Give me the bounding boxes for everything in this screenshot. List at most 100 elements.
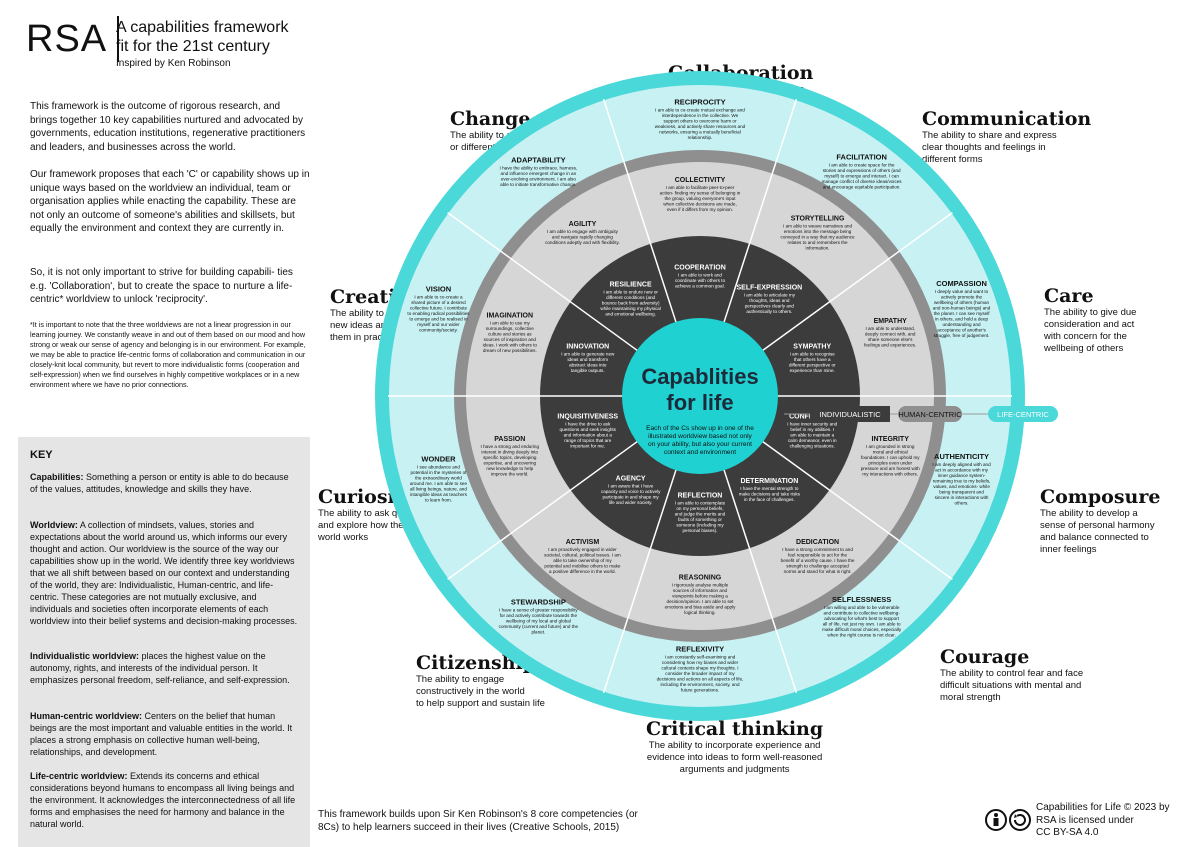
outer-item-facilitation-title: FACILITATION	[836, 153, 887, 162]
capability-description-line: consideration and act	[1044, 319, 1135, 330]
capability-title: Citizenship	[416, 652, 537, 674]
human-centric-label: HUMAN-CENTRIC	[898, 410, 962, 419]
inner-item-inquisitiveness-title-line: INQUISITIVENESS	[557, 414, 618, 421]
middle-item-storytelling-text-line: emotions into the message being	[784, 229, 852, 234]
outer-item-stewardship-text: I have a sense of greater responsibility…	[499, 608, 579, 635]
capability-description-line: clear thoughts and feelings in	[922, 142, 1046, 153]
inner-item-confidence-text-line: am able to maintain a	[790, 433, 834, 438]
title-line-2: fit for the 21st century	[116, 38, 270, 55]
key-human-centric-text: Centers on the belief that human beings …	[30, 711, 293, 757]
inner-item-reflection-title-line: REFLECTION	[678, 492, 723, 499]
middle-item-agility-title: AGILITY	[569, 221, 597, 228]
middle-item-reasoning-text-line: decision/opinion. I am able to set	[667, 599, 735, 604]
capability-title: Communication	[922, 108, 1092, 130]
middle-item-empathy-text-line: I am able to understand,	[865, 326, 915, 331]
inner-item-sympathy-title-line: SYMPATHY	[793, 343, 831, 350]
outer-item-reciprocity-text: I am able to co-create mutual exchange a…	[655, 107, 746, 140]
inner-item-sympathy-text-line: that others have a	[794, 357, 831, 362]
outer-item-vision-text-line: community/society.	[419, 328, 458, 333]
outer-item-wonder-text-line: potential in the mysteries of	[410, 470, 467, 475]
bottom-note: This framework builds upon Sir Ken Robin…	[318, 809, 638, 833]
inner-item-cooperation-text-line: achieve a common goal.	[675, 284, 725, 289]
outer-item-stewardship-text-line: for and actively contribute towards the	[500, 613, 578, 618]
inner-item-inquisitiveness-text-line: I have the drive to ask	[565, 422, 611, 427]
inner-item-inquisitiveness-text-line: important for me.	[570, 444, 605, 449]
inner-item-innovation-text-line: abstract ideas into	[569, 362, 607, 367]
inner-item-determination-text-line: make decisions and take risks	[739, 492, 801, 497]
middle-item-activism-text-line: I am proactively engaged in wider	[548, 547, 617, 552]
license-line-2: RSA is licensed under	[1036, 814, 1134, 826]
inner-item-innovation-title-line: INNOVATION	[566, 343, 609, 350]
inner-item-sympathy-text-line: experience than mine.	[790, 368, 835, 373]
outer-item-vision-text-line: myself and our wider	[417, 322, 460, 327]
middle-item-storytelling-text-line: relates to and remembers the	[788, 240, 848, 245]
key-capabilities-text: Something a person or entity is able to …	[30, 472, 289, 494]
middle-item-imagination-text-line: surroundings, collective	[486, 326, 534, 331]
capability-description-line: difficult situations with mental and	[940, 680, 1082, 691]
capability-description-line: sense of personal harmony	[1040, 520, 1155, 531]
key-capabilities-term: Capabilities:	[30, 472, 84, 482]
sector-divider	[447, 212, 640, 353]
middle-item-dedication-text-line: feel responsible to act for the	[788, 552, 847, 557]
outer-item-vision-title-line: VISION	[426, 285, 451, 294]
inner-item-agency-title-line: AGENCY	[616, 475, 646, 482]
inner-item-resilience-text-line: I am able to endure new or	[603, 290, 658, 295]
key-life-centric-term: Life-centric worldview:	[30, 771, 128, 781]
middle-item-empathy-text-line: feelings and experiences.	[864, 343, 916, 348]
individualistic-label: INDIVIDUALISTIC	[819, 410, 881, 419]
key-capabilities: Capabilities: Something a person or enti…	[30, 471, 298, 495]
inner-item-cooperation-title-line: COOPERATION	[674, 265, 726, 272]
intro-p2-text: Our framework proposes that each 'C' or …	[30, 169, 310, 234]
inner-item-innovation-title: INNOVATION	[566, 343, 609, 350]
inner-item-inquisitiveness-title: INQUISITIVENESS	[557, 414, 618, 421]
middle-item-dedication-text-line: benefit of a worthy cause. I have the	[781, 558, 855, 563]
outer-item-facilitation-text-line: myself) to emerge and interact. I can	[824, 174, 899, 179]
inner-item-resilience-title-line: RESILIENCE	[610, 282, 652, 289]
inner-item-agency-text-line: participate in and shape my	[603, 494, 660, 499]
inner-item-confidence-text-line: calm demeanor, even in	[788, 438, 837, 443]
outer-item-vision-text-line: to enabling radical possibilities	[407, 311, 470, 316]
outer-item-authenticity-title-line: AUTHENTICITY	[934, 452, 989, 461]
outer-item-selflessness-text-line: when the right course is not clear.	[827, 632, 895, 637]
middle-item-integrity-title: INTEGRITY	[872, 436, 910, 443]
outer-item-facilitation-text-line: and encourage equitable participation.	[823, 185, 901, 190]
outer-item-wonder-text-line: intangible ideas as teachers	[410, 492, 468, 497]
capability-description-line: wellbeing of others	[1044, 343, 1124, 354]
inner-item-resilience-text-line: different conditions (and	[606, 295, 655, 300]
center-circle	[622, 318, 778, 474]
outer-item-adaptability-text-line: and influence emergent change in an	[501, 171, 577, 176]
outer-item-facilitation-title-line: FACILITATION	[836, 153, 887, 162]
middle-item-imagination-text-line: sources of inspiration and	[484, 337, 537, 342]
key-life-centric: Life-centric worldview: Extends its conc…	[30, 770, 298, 830]
capability-description-line: world works	[318, 532, 369, 543]
inner-item-innovation-text-line: tangible outputs.	[571, 368, 605, 373]
middle-item-storytelling-text-line: I am able to weave narratives and	[783, 223, 852, 228]
center-title-line-1-line: Capablities	[641, 364, 758, 389]
individualistic-label-bg	[810, 406, 890, 422]
rsa-logo: RSA	[26, 16, 120, 62]
middle-item-passion-text-line: interest in diving deeply into	[481, 450, 538, 455]
outer-item-compassion-text-line: I deeply value and want to	[935, 289, 989, 294]
capability-description-line: constructively in the world	[416, 686, 525, 697]
capability-description-line: The ability to share and express	[922, 130, 1057, 141]
outer-item-reflexivity-title: REFLEXIVITY	[676, 645, 724, 654]
outer-item-reciprocity-text-line: networks, ensuring a mutually beneficial	[659, 129, 740, 134]
middle-item-dedication-text-line: I have a strong commitment to and	[782, 547, 853, 552]
middle-item-storytelling-title: STORYTELLING	[791, 215, 845, 222]
outer-item-authenticity-text-line: act in accordance with my	[935, 467, 989, 472]
middle-item-reasoning-title-line: REASONING	[679, 574, 722, 581]
outer-item-reflexivity-text-line: considering how my biases and wider	[662, 660, 739, 665]
outer-item-selflessness-title-line: SELFLESSNESS	[832, 595, 891, 604]
sector-divider	[722, 467, 798, 693]
outer-item-selflessness-title: SELFLESSNESS	[832, 595, 891, 604]
key-individualistic-text: places the highest value on the autonomy…	[30, 651, 290, 685]
outer-item-reflexivity-title-line: REFLEXIVITY	[676, 645, 724, 654]
